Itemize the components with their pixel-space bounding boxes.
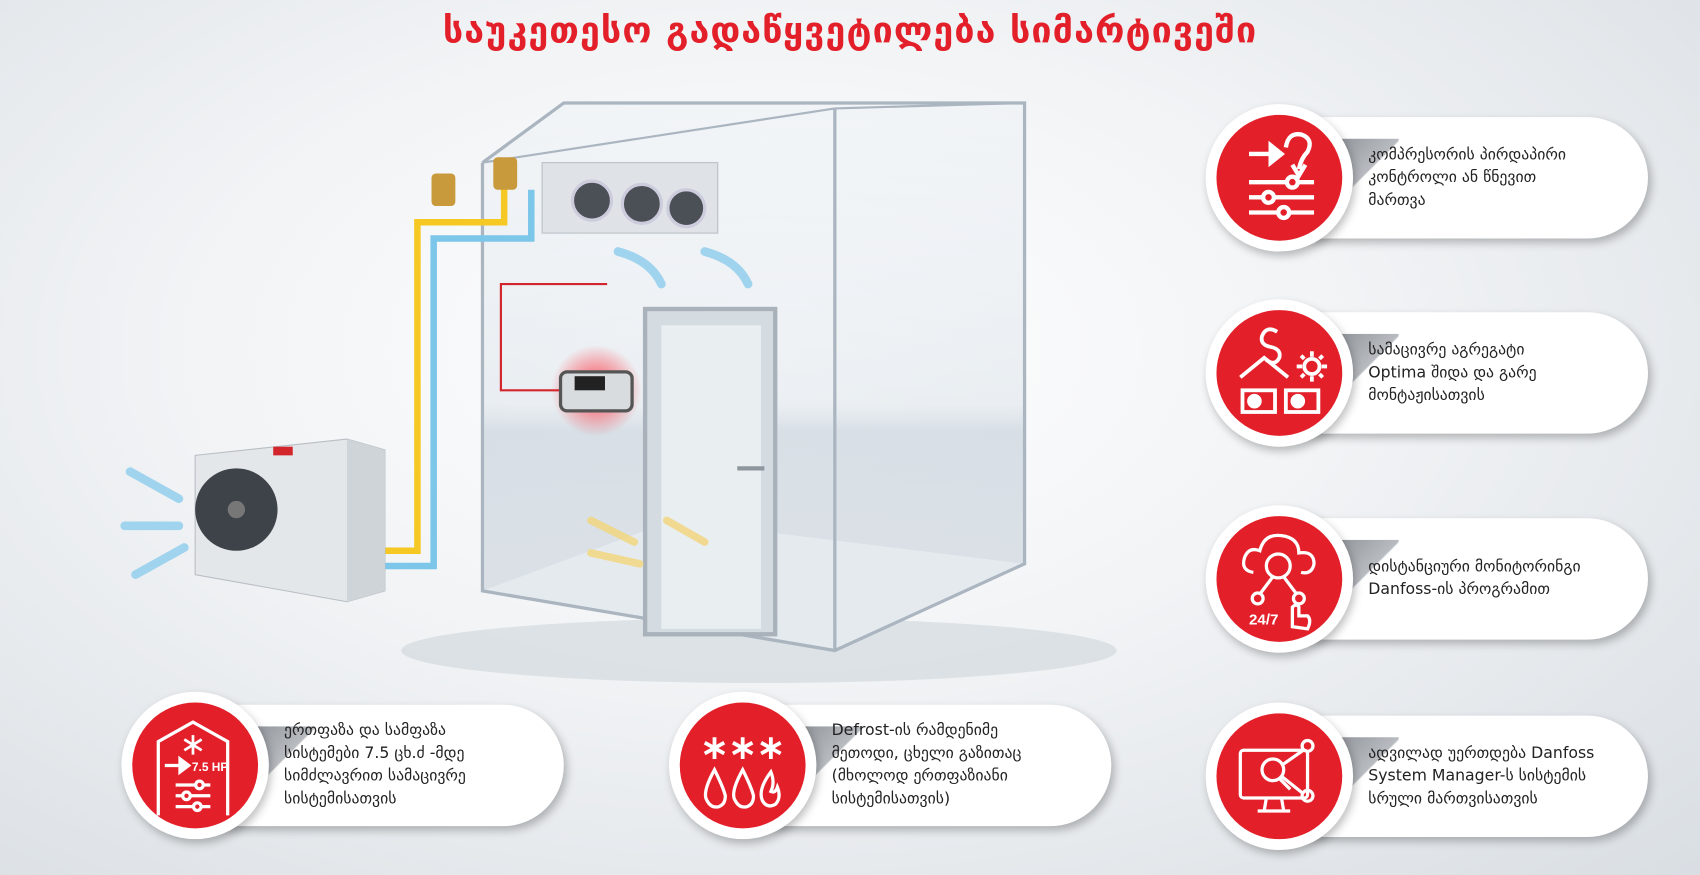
feature-text-line: მართვა xyxy=(1368,191,1426,209)
feature-text-line: მეთოდი, ცხელი გაზითაც xyxy=(831,744,1022,763)
evaporator-unit xyxy=(541,162,719,234)
defrost-icon xyxy=(703,737,782,809)
feature-text-line: სისტემისათვის) xyxy=(831,790,951,808)
feature-card-indoor-outdoor: სამაცივრე აგრეგატი Optima შიდა და გარე მ… xyxy=(1205,299,1648,447)
indoor-outdoor-unit-icon xyxy=(1239,327,1328,414)
icon-label-hp: 7.5 HP xyxy=(192,760,228,774)
feature-card-remote-monitoring: 24/7 დისტანციური მონიტორინგი Danfoss-ის … xyxy=(1205,505,1648,653)
feature-text-line: სისტემისათვის xyxy=(284,790,397,808)
icon-label-24-7: 24/7 xyxy=(1249,611,1279,628)
feature-text-line: System Manager-ს სისტემის xyxy=(1368,767,1587,785)
feature-text-line: სიმძლავრით სამაცივრე xyxy=(284,767,466,785)
condensing-unit xyxy=(194,438,386,603)
feature-text-line: სამაცივრე აგრეგატი xyxy=(1368,340,1525,359)
direct-control-sliders-icon xyxy=(1248,132,1315,221)
feature-text-line: დისტანციური მონიტორინგი xyxy=(1368,558,1581,576)
feature-card-defrost: Defrost-ის რამდენიმე მეთოდი, ცხელი გაზით… xyxy=(668,691,1112,840)
phase-power-icon: 7.5 HP xyxy=(156,720,230,816)
feature-text-line: კომპრესორის პირდაპირი xyxy=(1368,145,1567,164)
feature-text-line: ადვილად უერთდება Danfoss xyxy=(1368,744,1595,762)
page-title: საუკეთესო გადაწყვეტილება სიმარტივეში xyxy=(442,8,1258,51)
feature-text-line: (მხოლოდ ერთფაზიანი xyxy=(831,767,1008,785)
monitor-network-icon xyxy=(1238,738,1315,813)
airflow-arrows xyxy=(120,247,753,579)
door xyxy=(642,306,778,637)
feature-text-line: სრული მართვისათვის xyxy=(1368,789,1538,808)
feature-card-phase-power: 7.5 HP ერთფაზა და სამფაზა სისტემები 7.5 … xyxy=(121,691,564,840)
feature-text-line: სისტემები 7.5 ცხ.ძ -მდე xyxy=(284,744,465,763)
liquid-pipe xyxy=(357,173,508,555)
feature-text-line: მონტაჟისათვის xyxy=(1368,386,1485,404)
warm-air-arrows xyxy=(587,516,709,568)
floor-shadow xyxy=(401,617,1117,684)
feature-card-system-manager: ადვილად უერთდება Danfoss System Manager-… xyxy=(1205,702,1648,851)
suction-pipe xyxy=(357,189,535,570)
sensor-wire xyxy=(499,282,608,392)
feature-text-line: Danfoss-ის პროგრამით xyxy=(1368,581,1550,599)
cloud-monitoring-icon: 24/7 xyxy=(1241,533,1316,631)
feature-text-line: კონტროლი ან წნევით xyxy=(1368,168,1537,186)
feature-card-compressor-control: კომპრესორის პირდაპირი კონტროლი ან წნევით… xyxy=(1205,104,1648,252)
feature-text-line: Defrost-ის რამდენიმე xyxy=(831,722,999,740)
valves xyxy=(431,157,518,206)
feature-text-line: ერთფაზა და სამფაზა xyxy=(284,722,447,740)
feature-text-line: Optima შიდა და გარე xyxy=(1368,363,1537,382)
